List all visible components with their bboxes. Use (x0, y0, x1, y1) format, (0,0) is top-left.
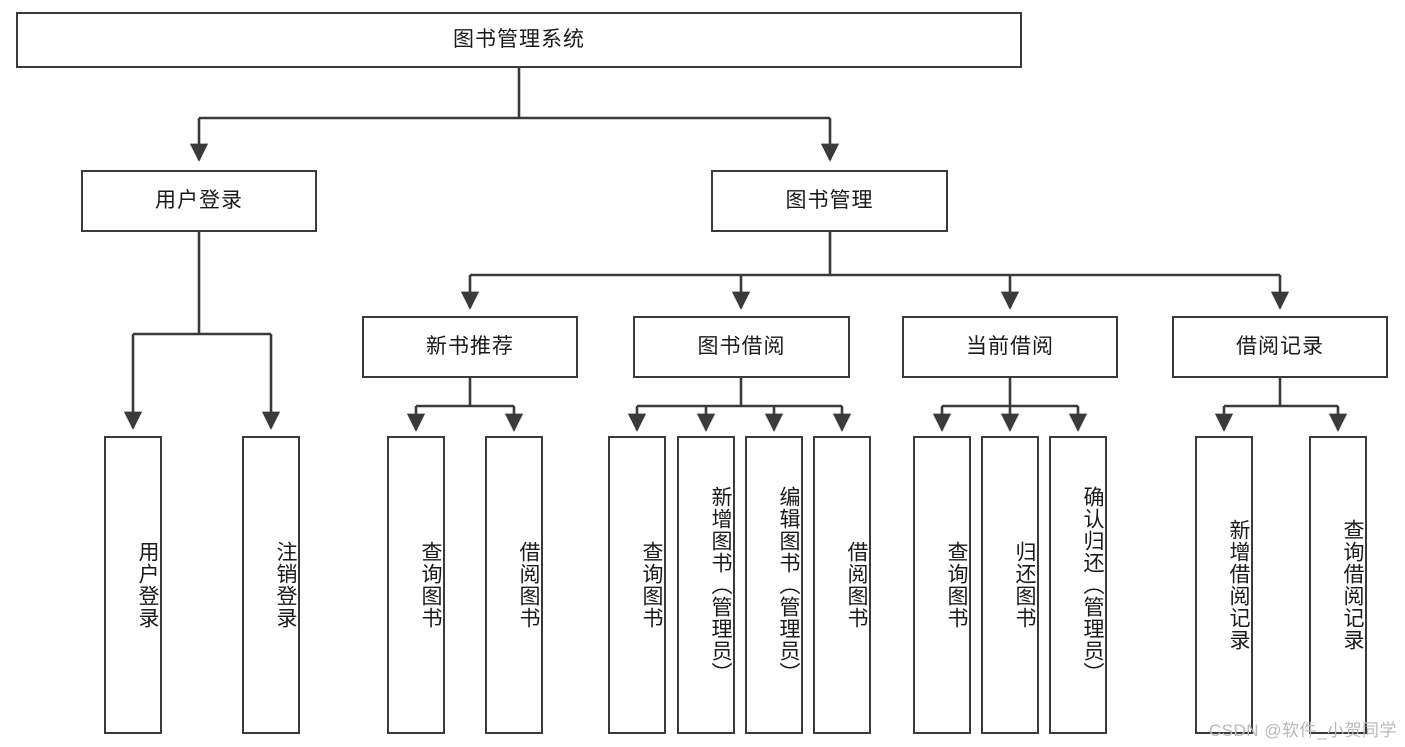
node-label: 借阅图书 (517, 541, 540, 629)
node-label: 确认归还（管理员） (1081, 486, 1104, 684)
leaf-record-add[interactable]: 新增借阅记录 (1195, 436, 1253, 734)
node-label: 新书推荐 (426, 335, 514, 359)
node-new-book-recommend[interactable]: 新书推荐 (362, 316, 578, 378)
node-label: 查询图书 (945, 541, 968, 629)
node-label: 当前借阅 (966, 335, 1054, 359)
leaf-current-query-book[interactable]: 查询图书 (913, 436, 971, 734)
node-current-borrow[interactable]: 当前借阅 (902, 316, 1118, 378)
watermark-text: CSDN @软件_小贺同学 (1208, 721, 1397, 740)
leaf-borrow-edit-book[interactable]: 编辑图书（管理员） (745, 436, 803, 734)
node-label: 用户登录 (136, 541, 159, 629)
leaf-current-return-book[interactable]: 归还图书 (981, 436, 1039, 734)
node-label: 借阅图书 (845, 541, 868, 629)
node-label: 查询借阅记录 (1341, 519, 1364, 651)
node-label: 查询图书 (419, 541, 442, 629)
node-label: 图书借阅 (697, 335, 786, 359)
leaf-new-book-query[interactable]: 查询图书 (387, 436, 445, 734)
node-label: 图书管理系统 (453, 28, 585, 52)
leaf-borrow-add-book[interactable]: 新增图书（管理员） (677, 436, 735, 734)
node-book-management[interactable]: 图书管理 (711, 170, 948, 232)
node-label: 归还图书 (1013, 541, 1036, 629)
node-book-borrow[interactable]: 图书借阅 (633, 316, 850, 378)
node-label: 新增图书（管理员） (709, 486, 732, 684)
leaf-user-logout[interactable]: 注销登录 (242, 436, 300, 734)
leaf-new-book-borrow[interactable]: 借阅图书 (485, 436, 543, 734)
node-label: 注销登录 (274, 541, 297, 629)
node-label: 新增借阅记录 (1227, 519, 1250, 651)
node-root-book-management-system[interactable]: 图书管理系统 (16, 12, 1022, 68)
leaf-borrow-borrow-book[interactable]: 借阅图书 (813, 436, 871, 734)
node-label: 编辑图书（管理员） (777, 486, 800, 684)
node-label: 查询图书 (640, 541, 663, 629)
node-label: 借阅记录 (1236, 335, 1324, 359)
leaf-borrow-query-book[interactable]: 查询图书 (608, 436, 666, 734)
node-label: 用户登录 (155, 189, 243, 213)
node-label: 图书管理 (785, 189, 874, 213)
leaf-record-query[interactable]: 查询借阅记录 (1309, 436, 1367, 734)
node-borrow-record[interactable]: 借阅记录 (1172, 316, 1388, 378)
node-user-login[interactable]: 用户登录 (81, 170, 317, 232)
leaf-current-confirm-return[interactable]: 确认归还（管理员） (1049, 436, 1107, 734)
leaf-user-login[interactable]: 用户登录 (104, 436, 162, 734)
